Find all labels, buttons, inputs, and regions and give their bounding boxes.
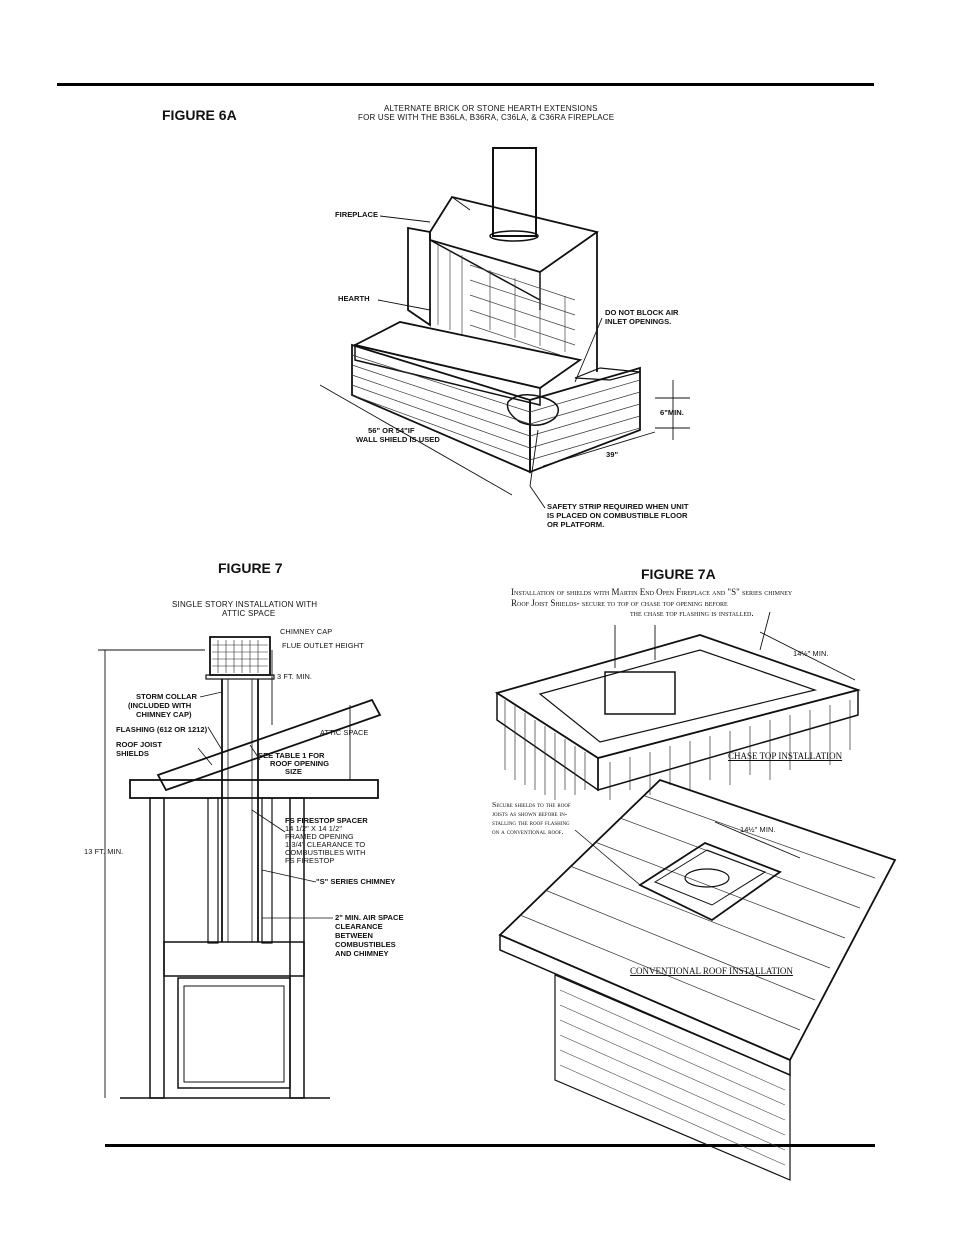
figure-7-caption-line1: SINGLE STORY INSTALLATION WITH xyxy=(172,600,318,609)
figure-7a-caption-line3: the chase top flashing is installed. xyxy=(630,608,754,618)
label-hearth-width-1: 56" OR 54"IF xyxy=(368,426,415,435)
label-air-space-5: AND CHIMNEY xyxy=(335,949,389,958)
top-rule xyxy=(57,83,874,86)
figure-7-caption-line2: ATTIC SPACE xyxy=(222,609,276,618)
label-storm-collar-1: STORM COLLAR xyxy=(136,692,198,701)
label-storm-collar-3: CHIMNEY CAP) xyxy=(136,710,192,719)
label-spacer-5: COMBUSTIBLES WITH xyxy=(285,848,366,857)
label-air-space-3: BETWEEN xyxy=(335,931,373,940)
figure-7-title: FIGURE 7 xyxy=(218,560,283,576)
label-fireplace: FIREPLACE xyxy=(335,210,379,219)
label-spacer-3: FRAMED OPENING xyxy=(285,832,354,841)
label-flashing: FLASHING (612 OR 1212) xyxy=(116,725,208,734)
label-roof-joist-2: SHIELDS xyxy=(116,749,149,758)
label-min-bottom: 14½" MIN. xyxy=(740,825,776,834)
label-see-table-3: SIZE xyxy=(285,767,302,776)
label-see-table-1: SEE TABLE 1 FOR xyxy=(258,751,325,760)
label-hearth-depth: 39" xyxy=(606,450,619,459)
label-secure-2: joists as shown before in- xyxy=(492,809,568,818)
label-hearth-width-2: WALL SHIELD IS USED xyxy=(356,435,440,444)
label-3ft-min: 3 FT. MIN. xyxy=(277,672,313,681)
figure-7a-caption-line1: Installation of shields with Martin End … xyxy=(511,587,793,597)
label-safety-1: SAFETY STRIP REQUIRED WHEN UNIT xyxy=(547,502,689,511)
label-spacer-6: FS FIRESTOP xyxy=(285,856,335,865)
label-storm-collar-2: (INCLUDED WITH xyxy=(128,701,192,710)
label-flue-outlet: FLUE OUTLET HEIGHT xyxy=(282,641,364,650)
label-spacer-1: FS FIRESTOP SPACER xyxy=(285,816,368,825)
figure-6a-caption-line2: FOR USE WITH THE B36LA, B36RA, C36LA, & … xyxy=(358,113,615,122)
label-see-table-2: ROOF OPENING xyxy=(270,759,330,768)
label-13ft-min: 13 FT. MIN. xyxy=(84,847,124,856)
label-spacer-4: 1 3/4" CLEARANCE TO xyxy=(285,840,366,849)
label-air-inlet-2: INLET OPENINGS. xyxy=(605,317,672,326)
label-air-space-2: CLEARANCE xyxy=(335,922,383,931)
label-air-inlet-1: DO NOT BLOCK AIR xyxy=(605,308,679,317)
bottom-rule xyxy=(105,1144,875,1147)
label-air-space-1: 2" MIN. AIR SPACE xyxy=(335,913,404,922)
label-hearth: HEARTH xyxy=(338,294,370,303)
label-secure-4: on a conventional roof. xyxy=(492,827,564,836)
figure-6a-title: FIGURE 6A xyxy=(162,107,237,123)
label-chase-top-installation: CHASE TOP INSTALLATION xyxy=(728,751,843,761)
label-safety-3: OR PLATFORM. xyxy=(547,520,605,529)
label-chimney-cap: CHIMNEY CAP xyxy=(280,627,333,636)
label-air-space-4: COMBUSTIBLES xyxy=(335,940,396,949)
label-min-top: 14½" MIN. xyxy=(793,649,829,658)
label-conventional-roof: CONVENTIONAL ROOF INSTALLATION xyxy=(630,966,793,976)
label-roof-joist-1: ROOF JOIST xyxy=(116,740,162,749)
label-spacer-2: 14 1/2" X 14 1/2" xyxy=(285,824,343,833)
figure-7a-caption-line2: Roof Joist Shields- secure to top of cha… xyxy=(511,598,728,608)
label-safety-2: IS PLACED ON COMBUSTIBLE FLOOR xyxy=(547,511,688,520)
label-secure-1: Secure shields to the roof xyxy=(492,800,571,809)
figure-6a-caption-line1: ALTERNATE BRICK OR STONE HEARTH EXTENSIO… xyxy=(384,104,598,113)
label-s-series-chimney: "S" SERIES CHIMNEY xyxy=(316,877,396,886)
label-attic-space: ATTIC SPACE xyxy=(320,728,369,737)
label-6-min: 6"MIN. xyxy=(660,408,684,417)
label-secure-3: stalling the roof flashing xyxy=(492,818,570,827)
figure-7a-title: FIGURE 7A xyxy=(641,566,716,582)
